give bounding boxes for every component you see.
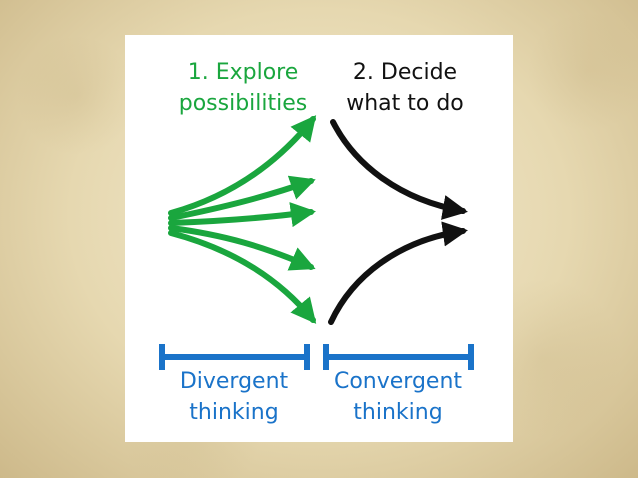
phase-brackets xyxy=(159,344,474,370)
divergent-arrow-4 xyxy=(168,225,316,271)
divergent-label-line1: Divergent xyxy=(179,369,289,394)
divergent-label: Divergent thinking xyxy=(164,366,304,428)
convergent-label: Convergent thinking xyxy=(323,366,473,428)
convergent-label-line2: thinking xyxy=(353,400,443,425)
divergent-arrow-5 xyxy=(168,230,317,324)
decide-title: 2. Decide what to do xyxy=(325,57,485,119)
divergent-label-line2: thinking xyxy=(189,400,279,425)
divergent-arrow-3 xyxy=(168,202,316,228)
explore-title-line2: possibilities xyxy=(178,91,308,116)
explore-title: 1. Explore possibilities xyxy=(153,57,333,119)
divergent-arrow-2 xyxy=(168,175,316,221)
divergent-arrows xyxy=(168,115,317,324)
convergent-bracket xyxy=(323,344,474,370)
convergent-arrows xyxy=(328,119,468,325)
explore-title-line1: 1. Explore xyxy=(187,60,299,85)
convergent-label-line1: Convergent xyxy=(333,369,463,394)
divergent-arrow-1 xyxy=(168,115,317,216)
convergent-arrow-top xyxy=(330,119,468,220)
divergent-bracket xyxy=(159,344,310,370)
convergent-arrow-bottom xyxy=(328,221,468,325)
flow-diagram xyxy=(159,115,474,370)
decide-title-line2: what to do xyxy=(346,91,464,116)
decide-title-line1: 2. Decide xyxy=(352,60,458,85)
diagram-card: 1. Explore possibilities 2. Decide what … xyxy=(125,35,513,442)
